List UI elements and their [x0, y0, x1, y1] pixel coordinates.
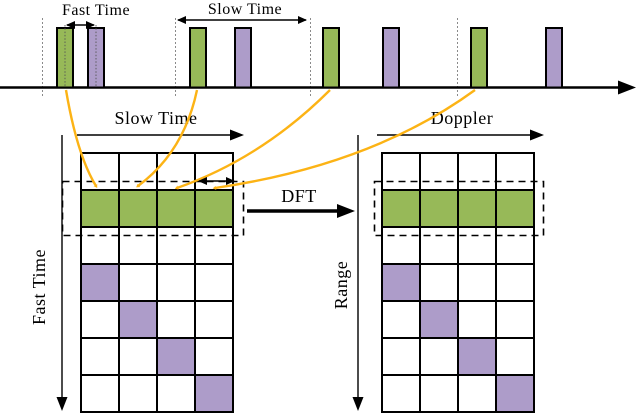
slow-time-matrix: Slow Time Fast Time — [29, 108, 245, 413]
left-matrix-cell-r0c1 — [118, 152, 158, 191]
doppler-matrix: Doppler Range — [331, 108, 545, 413]
left-matrix-cell-r4c2 — [156, 300, 196, 339]
left-matrix-cell-r2c0 — [80, 226, 120, 265]
pulse-mapping-arrow-3 — [177, 89, 331, 188]
left-matrix-cell-r5c1 — [118, 337, 158, 376]
right-matrix-cell-r4c1 — [419, 300, 459, 339]
right-matrix-grid — [381, 152, 535, 413]
right-matrix-cell-r6c3 — [495, 374, 535, 413]
right-matrix-cell-r5c0 — [381, 337, 421, 376]
right-matrix-cell-r2c0 — [381, 226, 421, 265]
pulse-3-green — [189, 27, 207, 89]
right-matrix-cell-r3c2 — [457, 263, 497, 302]
left-matrix-cell-r5c3 — [194, 337, 234, 376]
left-matrix-cell-r6c3 — [194, 374, 234, 413]
right-matrix-cell-r2c3 — [495, 226, 535, 265]
right-matrix-cell-r6c1 — [419, 374, 459, 413]
left-sample-window-dashed-box — [61, 180, 245, 237]
right-matrix-cell-r0c3 — [495, 152, 535, 191]
dft-transform: DFT — [247, 186, 355, 218]
left-matrix-cell-r2c1 — [118, 226, 158, 265]
left-matrix-cell-r2c3 — [194, 226, 234, 265]
left-matrix-cell-r1c1 — [118, 189, 158, 228]
right-matrix-cell-r4c3 — [495, 300, 535, 339]
left-matrix-cell-r0c0 — [80, 152, 120, 191]
right-sample-window-dashed-box — [373, 180, 545, 237]
left-matrix-grid — [80, 152, 234, 413]
pulse-4-purple — [234, 27, 252, 89]
left-matrix-cell-r6c2 — [156, 374, 196, 413]
right-matrix-cell-r5c2 — [457, 337, 497, 376]
right-matrix-y-axis-label: Range — [331, 261, 351, 309]
pulse-mapping-arrow-1 — [64, 89, 96, 186]
left-matrix-cell-r5c2 — [156, 337, 196, 376]
left-matrix-cell-r3c0 — [80, 263, 120, 302]
right-matrix-cell-r5c3 — [495, 337, 535, 376]
pulse-to-cell-mapping — [64, 89, 476, 188]
left-matrix-cell-r5c0 — [80, 337, 120, 376]
left-matrix-y-axis-label: Fast Time — [29, 249, 49, 325]
left-matrix-cell-r4c3 — [194, 300, 234, 339]
left-matrix-cell-r3c1 — [118, 263, 158, 302]
left-matrix-cell-r1c2 — [156, 189, 196, 228]
right-matrix-cell-r1c2 — [457, 189, 497, 228]
right-matrix-cell-r3c1 — [419, 263, 459, 302]
left-matrix-cell-r3c2 — [156, 263, 196, 302]
left-matrix-cell-r3c3 — [194, 263, 234, 302]
left-matrix-cell-r6c1 — [118, 374, 158, 413]
right-matrix-cell-r4c0 — [381, 300, 421, 339]
right-matrix-cell-r0c0 — [381, 152, 421, 191]
pulse-6-purple — [382, 27, 400, 89]
right-matrix-cell-r4c2 — [457, 300, 497, 339]
left-matrix-cell-r4c1 — [118, 300, 158, 339]
pulse-train — [56, 27, 563, 89]
right-matrix-cell-r2c2 — [457, 226, 497, 265]
right-matrix-cell-r3c3 — [495, 263, 535, 302]
left-matrix-cell-r4c0 — [80, 300, 120, 339]
right-matrix-x-axis-label: Doppler — [431, 108, 493, 128]
right-matrix-cell-r1c0 — [381, 189, 421, 228]
pulse-timeline: Fast Time Slow Time — [0, 1, 636, 97]
pulse-7-green — [470, 27, 488, 89]
dft-label: DFT — [281, 186, 317, 206]
pulse-2-purple — [87, 27, 105, 89]
right-matrix-cell-r0c1 — [419, 152, 459, 191]
right-matrix-cell-r0c2 — [457, 152, 497, 191]
right-matrix-cell-r5c1 — [419, 337, 459, 376]
left-matrix-cell-r1c3 — [194, 189, 234, 228]
pulse-5-green — [322, 27, 340, 89]
slow-time-span-label: Slow Time — [208, 1, 282, 18]
left-matrix-cell-r1c0 — [80, 189, 120, 228]
right-matrix-cell-r3c0 — [381, 263, 421, 302]
left-matrix-cell-r2c2 — [156, 226, 196, 265]
pulse-mapping-arrow-2 — [138, 89, 199, 186]
left-matrix-x-axis-label: Slow Time — [114, 108, 197, 128]
right-matrix-cell-r2c1 — [419, 226, 459, 265]
pulse-mapping-arrow-4 — [215, 89, 476, 188]
pulse-1-green — [56, 27, 74, 89]
right-matrix-cell-r1c1 — [419, 189, 459, 228]
fast-time-span-label: Fast Time — [62, 2, 130, 19]
pulse-8-purple — [545, 27, 563, 89]
right-matrix-cell-r6c2 — [457, 374, 497, 413]
right-matrix-cell-r6c0 — [381, 374, 421, 413]
left-matrix-cell-r6c0 — [80, 374, 120, 413]
right-matrix-cell-r1c3 — [495, 189, 535, 228]
